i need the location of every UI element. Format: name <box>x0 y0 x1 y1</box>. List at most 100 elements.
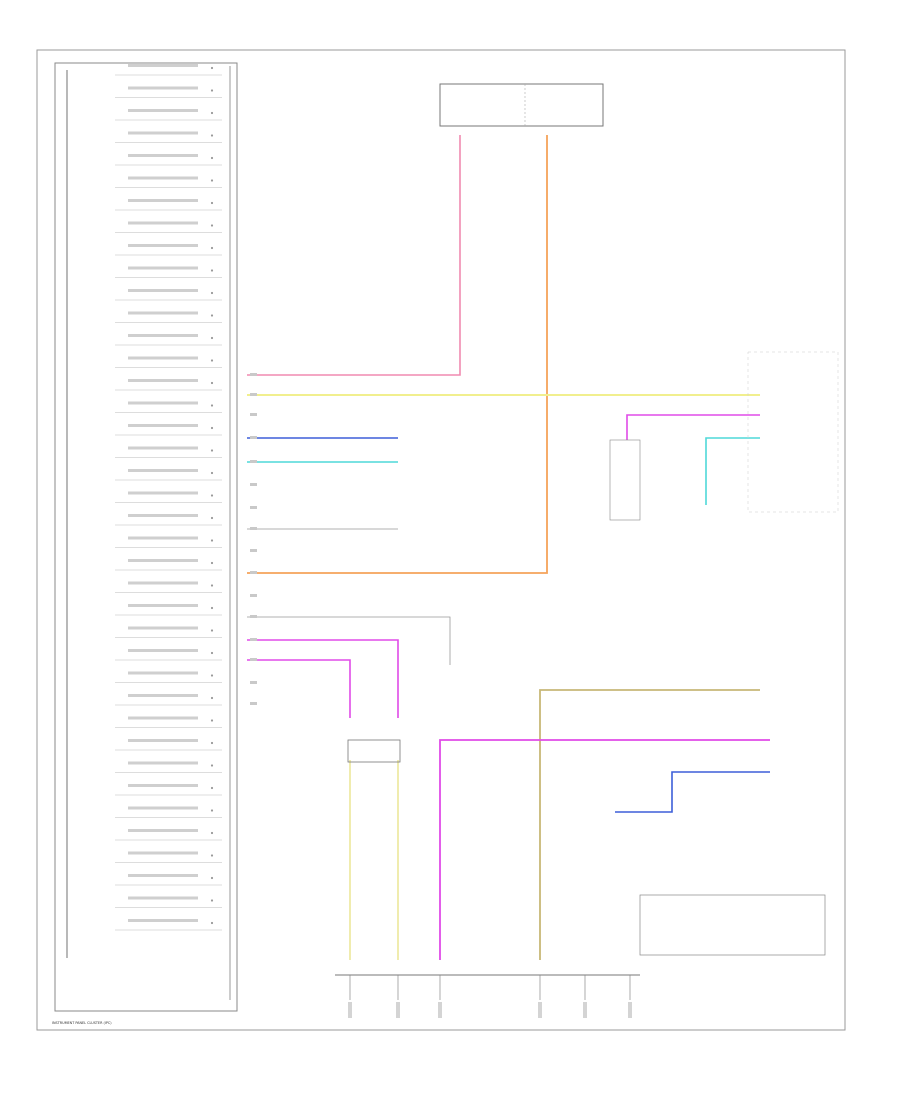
cluster-row-label-mark <box>128 874 198 877</box>
cluster-row-label-mark <box>128 851 198 855</box>
cluster-row-label-mark <box>128 626 198 630</box>
cluster-row-pin <box>210 809 214 812</box>
cluster-row-pin <box>210 539 214 542</box>
wire-orange <box>247 135 548 574</box>
wire-pink <box>247 135 461 376</box>
cluster-row-pin <box>210 494 214 497</box>
wire-id-mark <box>250 549 257 552</box>
ground-stub-label-mark <box>538 1002 542 1018</box>
cluster-row-pin <box>210 314 214 317</box>
wire-id-mark <box>250 658 257 661</box>
cluster-row-pin <box>210 696 214 700</box>
wire-tan <box>539 689 760 960</box>
cluster-row-pin <box>210 201 214 205</box>
cluster-row-label-mark <box>128 131 198 135</box>
cluster-row-pin <box>210 899 214 902</box>
ground-stub-label-mark <box>438 1002 442 1018</box>
cluster-row-pin <box>210 516 214 520</box>
cluster-row-pin <box>210 471 214 475</box>
cluster-row-label-mark <box>128 761 198 765</box>
cluster-row-label-mark <box>128 581 198 585</box>
cluster-row-pin <box>210 741 214 745</box>
cluster-row-label-mark <box>128 176 198 180</box>
wire-magenta-lower <box>439 739 770 960</box>
cluster-row-pin <box>210 291 214 295</box>
wire-id-mark <box>250 413 257 416</box>
top-connector-box <box>439 83 604 127</box>
cluster-row-label-mark <box>128 919 198 922</box>
cluster-row-pin <box>210 876 214 880</box>
wire-cyan-right <box>705 437 760 505</box>
cluster-row-label-mark <box>128 266 198 270</box>
cluster-row-label-mark <box>128 514 198 517</box>
cluster-row-label-mark <box>128 491 198 495</box>
cluster-row-pin <box>210 426 214 430</box>
cluster-row-pin <box>210 921 214 925</box>
cluster-row-pin <box>210 156 214 160</box>
cluster-row-label-mark <box>128 806 198 810</box>
wire-id-mark <box>250 460 257 463</box>
cluster-row-label-mark <box>128 671 198 675</box>
cluster-row-pin <box>210 134 214 137</box>
cluster-row-pin <box>210 674 214 677</box>
cluster-row-label-mark <box>128 289 198 292</box>
lower-connector-box <box>347 739 401 763</box>
cluster-row-label-mark <box>128 311 198 315</box>
wire-id-mark <box>250 506 257 509</box>
cluster-row-label-mark <box>128 446 198 450</box>
cluster-row-pin <box>210 831 214 835</box>
right-dashed-box <box>747 351 839 513</box>
cluster-row-label-mark <box>128 784 198 787</box>
cluster-indicator-rows <box>115 64 222 931</box>
wire-id-mark <box>250 483 257 486</box>
wire-id-mark <box>250 681 257 684</box>
cluster-row-pin <box>210 764 214 767</box>
cluster-row-label-mark <box>128 86 198 90</box>
cluster-row-label-mark <box>128 154 198 157</box>
cluster-row-pin <box>210 179 214 182</box>
cluster-row-label-mark <box>128 559 198 562</box>
cluster-row-pin <box>210 786 214 790</box>
wire-id-mark <box>250 571 257 574</box>
cluster-row-pin <box>210 584 214 587</box>
cluster-row-pin <box>210 651 214 655</box>
wire-id-mark <box>250 436 257 439</box>
diagram-frame <box>36 49 846 1031</box>
wire-id-mark <box>250 615 257 618</box>
ground-stub-label-mark <box>348 1002 352 1018</box>
cluster-row-label-mark <box>128 896 198 900</box>
wire-magenta-2 <box>247 659 351 718</box>
ground-stub-label-mark <box>583 1002 587 1018</box>
cluster-row-pin <box>210 719 214 722</box>
wire-id-mark <box>250 527 257 530</box>
caption-bottom-left: INSTRUMENT PANEL CLUSTER (IPC) <box>52 1021 112 1025</box>
wire-id-mark <box>250 373 257 376</box>
cluster-row-label-mark <box>128 739 198 742</box>
wire-tags <box>250 373 257 705</box>
wire-id-mark <box>250 702 257 705</box>
cluster-row-pin <box>210 359 214 362</box>
cluster-row-label-mark <box>128 356 198 360</box>
ground-stubs <box>348 975 632 1018</box>
cluster-row-pin <box>210 224 214 227</box>
cluster-row-label-mark <box>128 401 198 405</box>
cluster-row-pin <box>210 449 214 452</box>
cluster-row-pin <box>210 66 214 70</box>
cluster-row-label-mark <box>128 649 198 652</box>
wire-blue-lower <box>615 771 770 813</box>
cluster-row-pin <box>210 89 214 92</box>
cluster-row-pin <box>210 111 214 115</box>
cluster-row-label-mark <box>128 604 198 607</box>
wire-id-mark <box>250 638 257 641</box>
instrument-cluster-box <box>54 62 238 1012</box>
cluster-row-label-mark <box>128 109 198 112</box>
cluster-row-pin <box>210 381 214 385</box>
wire-magenta-1 <box>247 639 399 718</box>
cluster-row-label-mark <box>128 469 198 472</box>
ground-stub-label-mark <box>396 1002 400 1018</box>
cluster-row-pin <box>210 561 214 565</box>
cluster-row-label-mark <box>128 64 198 67</box>
cluster-row-pin <box>210 629 214 632</box>
